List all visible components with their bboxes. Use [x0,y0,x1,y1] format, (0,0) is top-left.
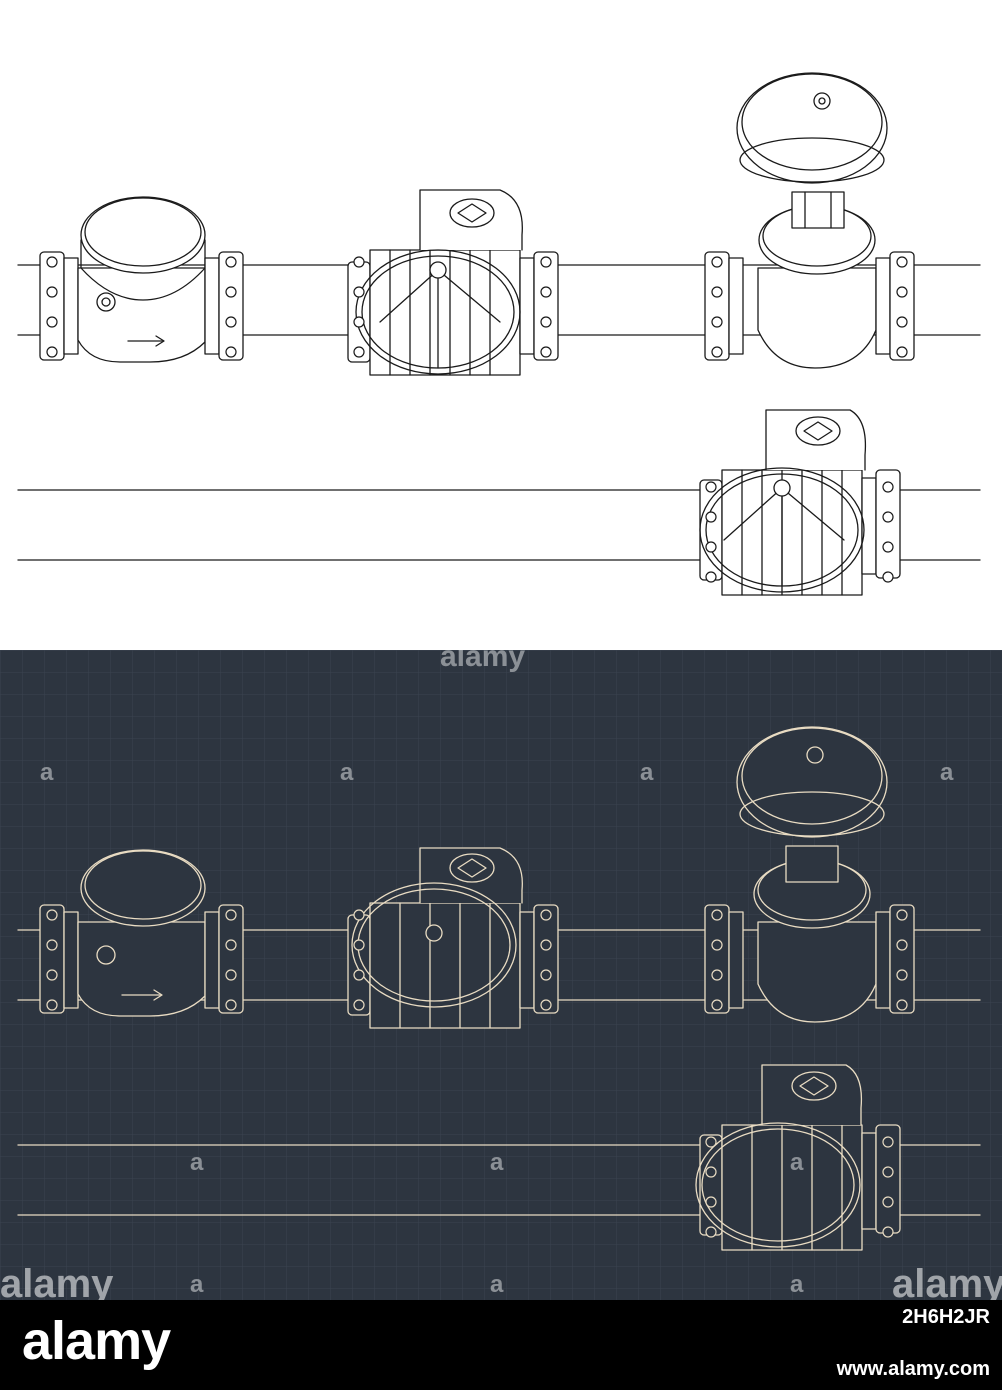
bolt [46,909,58,921]
bolt [705,571,717,583]
watermark-mark: a [940,759,954,786]
bolt [711,286,723,298]
bolt [705,481,717,493]
watermark-left: alamy [0,1262,114,1306]
bolt [705,1196,717,1208]
bolt [711,969,723,981]
bolt [225,909,237,921]
bolt [46,316,58,328]
watermark-mark: a [790,1149,804,1176]
dark-check-valve [39,849,244,1017]
bolt [882,571,894,583]
bolt [711,346,723,358]
bolt [882,481,894,493]
bolt [353,256,365,268]
bolt [540,316,552,328]
footer-bar: alamy 2H6H2JR www.alamy.com [0,1300,1002,1390]
bolt [705,1226,717,1238]
watermark-mark: a [190,1149,204,1176]
bolt [225,286,237,298]
watermark-mark: a [340,759,354,786]
control-valve [704,72,915,369]
bolt [705,511,717,523]
bolt [225,256,237,268]
bolt [705,541,717,553]
bolt [882,1196,894,1208]
watermark-mark: a [490,1149,504,1176]
bolt [540,286,552,298]
watermark-top: alamy [440,640,526,673]
bolt [705,1136,717,1148]
bolt [225,939,237,951]
bolt [896,346,908,358]
bolt [896,256,908,268]
bolt [540,909,552,921]
bolt [225,316,237,328]
bolt [896,969,908,981]
dark-lower-gate-valve [695,1064,901,1251]
bolt [540,256,552,268]
bolt [46,256,58,268]
bolt [46,999,58,1011]
bolt [353,969,365,981]
watermark-right: alamy [892,1262,1002,1306]
light-drawing [17,72,981,596]
watermark-mark: a [790,1271,804,1298]
bolt [711,939,723,951]
dark-control-valve [704,726,915,1023]
dark-blueprint-panel: a a a a a a a a a a [0,650,1002,1300]
bolt [46,346,58,358]
bolt [225,969,237,981]
watermark-mark: a [190,1271,204,1298]
watermark-mark: a [640,759,654,786]
lower-gate-valve [699,409,901,596]
watermark-mark: a [40,759,54,786]
bolt [353,346,365,358]
bolt [46,939,58,951]
bolt [353,939,365,951]
bolt [540,999,552,1011]
bolt [540,969,552,981]
bolt [896,939,908,951]
bolt [882,1136,894,1148]
bolt [225,999,237,1011]
bolt [353,909,365,921]
dark-gate-valve [347,847,559,1029]
bolt [353,316,365,328]
bolt [353,999,365,1011]
flange-bolts [705,481,894,583]
flange-bolts [46,909,908,1011]
watermark-mark: a [490,1271,504,1298]
footer-logo[interactable]: alamy [22,1311,171,1371]
bolt [705,1166,717,1178]
bolt [540,939,552,951]
bolt [896,909,908,921]
bolt [711,256,723,268]
small-watermarks: a a a a a a a a a a [40,759,954,1298]
image-id: 2H6H2JR [902,1306,990,1328]
dark-drawing: a a a a a a a a a a [0,650,1002,1300]
bolt [711,999,723,1011]
bolt [711,909,723,921]
bolt [46,286,58,298]
bolt [882,541,894,553]
light-blueprint-panel [0,0,1002,650]
bolt [896,316,908,328]
bolt [896,999,908,1011]
flange-bolts [46,256,908,358]
bolt [353,286,365,298]
bolt [882,511,894,523]
bolt [46,969,58,981]
bolt [225,346,237,358]
bolt [540,346,552,358]
bolt [882,1226,894,1238]
bolt [711,316,723,328]
gate-valve [347,189,559,376]
bolt [896,286,908,298]
footer-url[interactable]: www.alamy.com [836,1358,990,1380]
bolt [882,1166,894,1178]
flange-bolts [705,1136,894,1238]
check-valve [39,196,244,363]
